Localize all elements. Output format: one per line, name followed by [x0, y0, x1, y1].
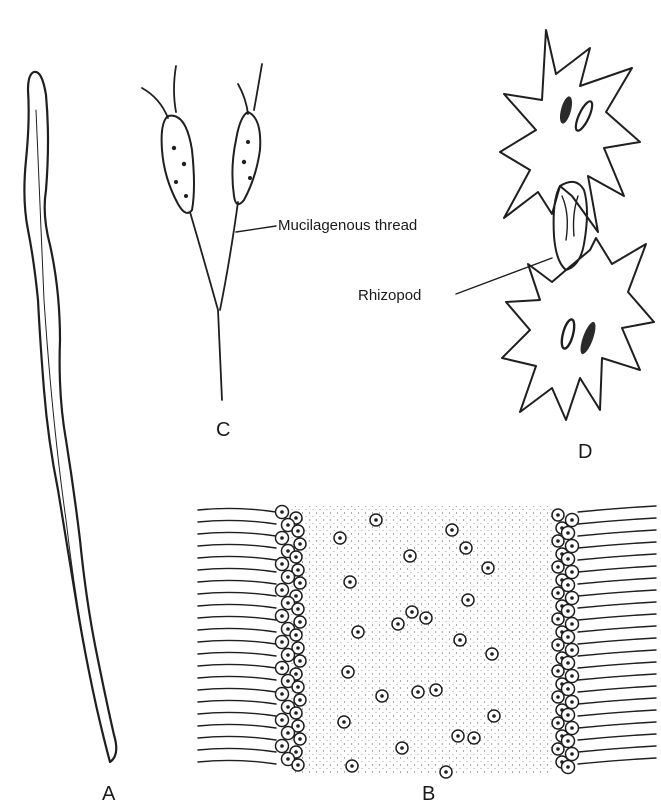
mucilagenous-thread-label: Mucilagenous thread [278, 217, 417, 234]
label-d: D [578, 441, 592, 463]
filament-a [24, 72, 116, 762]
label-b: B [422, 783, 435, 805]
cell-pair-c [142, 64, 276, 400]
tissue-section-b [198, 506, 656, 779]
label-a: A [102, 783, 116, 805]
label-c: C [216, 419, 230, 441]
rhizopod-label: Rhizopod [358, 287, 421, 304]
amoeboid-cells-d [456, 30, 654, 420]
